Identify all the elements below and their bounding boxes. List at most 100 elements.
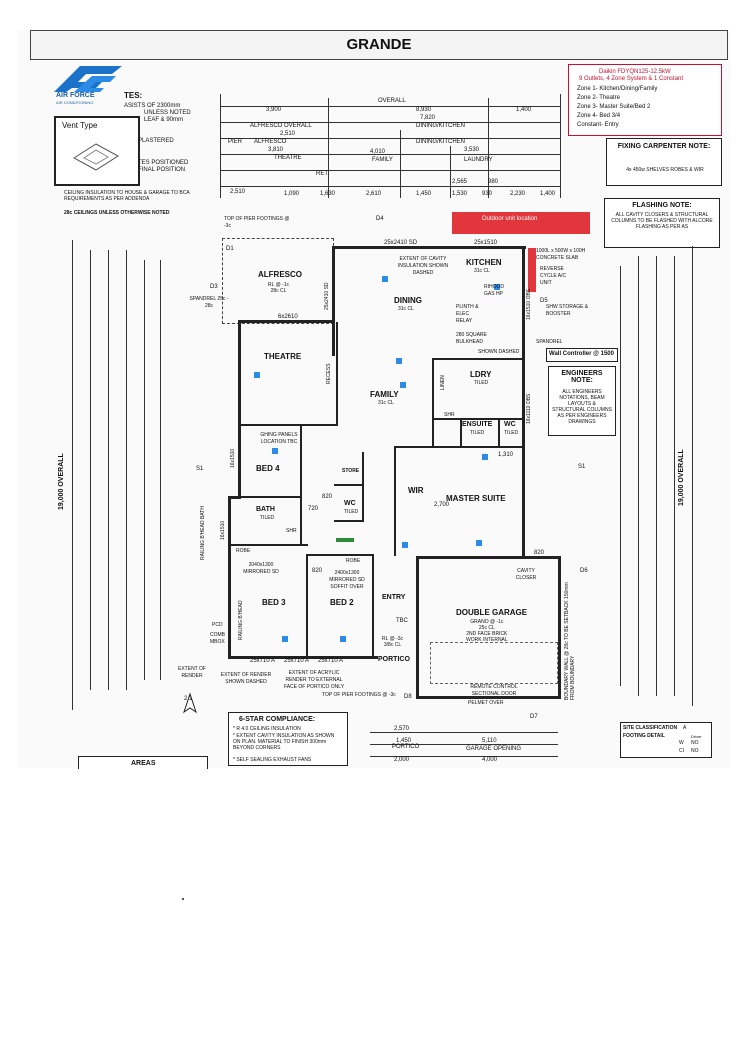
left-vertical-dims: 19,000 OVERALL (58, 240, 164, 710)
logo-subtext: AIR CONDITIONING (56, 100, 94, 105)
logo-text: AIR FORCE (56, 92, 95, 99)
extent-render-label: EXTENT OF RENDER SHOWN DASHED (220, 672, 272, 685)
vent-type-box: Vent Type (54, 116, 140, 186)
ac-outlet-master (482, 454, 488, 460)
note-line-1: ASISTS OF 2300mm (124, 103, 181, 109)
wc-sub: TILED (344, 509, 359, 515)
site-body: FOOTING DETAIL (623, 733, 665, 739)
pcd-label: PCD (212, 622, 223, 628)
door-d7: D7 (530, 714, 538, 720)
room-portico: PORTICO (378, 656, 410, 663)
ac-outlet-entry (402, 542, 408, 548)
title-banner: GRANDE (30, 30, 728, 60)
mirrored-sd-bed2: 2400x1300 MIRRORED SD SOFFIT OVER (329, 570, 365, 590)
hall-marker (336, 538, 354, 542)
bath-sub: TILED (260, 515, 275, 521)
ret-label: RET (316, 171, 328, 177)
areas-title: AREAS (131, 760, 156, 767)
right-vertical-dims: 19,000 OVERALL (598, 246, 698, 706)
site-row-1-key: A (683, 725, 687, 731)
room-alfresco: ALFRESCO (258, 270, 302, 279)
linen-label: LINEN (440, 375, 446, 390)
b-930: 930 (482, 191, 493, 197)
mirrored-sd-bed3: 2040x1300 MIRRORED SD (243, 562, 279, 575)
laundry-sub: TILED (474, 380, 489, 386)
system-line-4: Zone 2- Theatre (577, 95, 620, 101)
site-row-3-key: CI (679, 748, 684, 754)
fixing-note-box: FIXING CARPENTER NOTE: 4x 450w SHELVES R… (606, 138, 722, 186)
robe-bed3: ROBE (236, 548, 251, 554)
dim-1310: 1,310 (498, 452, 514, 458)
north-arrow-icon (183, 692, 197, 714)
site-classification-box: SITE CLASSIFICATION FOOTING DETAIL A Dri… (620, 722, 712, 758)
bdim-2000: 2,000 (394, 757, 410, 763)
room-family: FAMILY (370, 390, 399, 399)
dim-720: 720 (308, 506, 319, 512)
room-laundry: LDRY (470, 370, 492, 379)
cavity-closer-label: CAVITY CLOSER (515, 568, 537, 581)
win-16x1510-obs: 16x1510 OBS (526, 288, 532, 320)
dining-sub: 31c CL (398, 306, 414, 312)
slab-label: 1000L x 500W x 100H CONCRETE SLAB (536, 248, 586, 261)
garage-door-line (430, 642, 558, 684)
boundary-label: BOUNDARY WALL @ 28c TO BE SETBACK 150mm … (564, 582, 576, 700)
ac-outlet-theatre (254, 372, 260, 378)
compliance-item-2: * EXTENT CAVITY INSULATION AS SHOWN ON P… (233, 733, 335, 751)
ac-outlet-kitchen (494, 284, 500, 290)
compliance-item-3: * SELF SEALING EXHAUST FANS (233, 757, 312, 763)
room-wc: WC (344, 500, 356, 507)
room-wir: WIR (408, 486, 424, 495)
extent-render-left: EXTENT OF RENDER (178, 666, 206, 679)
door-d5: D5 (540, 298, 548, 304)
dim-2700: 2,700 (434, 502, 450, 508)
room-bed3: BED 3 (262, 598, 286, 607)
ac-outlet-bed4 (272, 448, 278, 454)
company-logo: AIR FORCE AIR CONDITIONING (52, 64, 124, 106)
bdim-4000: 4,000 (482, 757, 498, 763)
portico-bottom-label: PORTICO (392, 744, 420, 750)
extent-acrylic-label: EXTENT OF ACRYLIC RENDER TO EXTERNAL FAC… (283, 670, 345, 690)
win-16x1510-b: 16x1510 (220, 520, 226, 540)
system-line-6: Zone 4- Bed 3/4 (577, 113, 621, 119)
alfresco-sub: RL @ -1c 28c CL (268, 282, 290, 294)
room-ensuite: ENSUITE (462, 421, 493, 428)
note-line-5: TES POSITIONED (138, 160, 189, 166)
room-double-garage: DOUBLE GARAGE (456, 608, 528, 617)
door-d1: D1 (226, 246, 234, 252)
door-d8: D8 (404, 694, 412, 700)
comb-mbox-label: COMB MBOX (210, 632, 225, 645)
scan-speck (182, 898, 184, 900)
flashing-note-box: FLASHING NOTE: ALL CAVITY CLOSERS & STRU… (604, 198, 720, 248)
spandrel-label: SPANDREL 25c - 28c (189, 296, 229, 309)
hw-label: SHW STORAGE & BOOSTER (546, 304, 589, 317)
ceilings-note: 28c CEILINGS UNLESS OTHERWISE NOTED (64, 210, 170, 216)
ghing-panels-label: GHING PANELS LOCATION TBC (260, 432, 298, 445)
compliance-box: 6-STAR COMPLIANCE: * R 4.0 CEILING INSUL… (228, 712, 348, 766)
section-s1-left: S1 (196, 466, 204, 472)
notes-heading: TES: (124, 91, 143, 100)
dim-3530: 3,530 (464, 147, 480, 153)
door-d6: D6 (580, 568, 588, 574)
wall-controller-box: Wall Controller @ 1500 (546, 348, 618, 362)
engineers-title: ENGINEERS NOTE: (561, 370, 603, 384)
dim-820-b: 820 (312, 568, 323, 574)
dim-2565: 2,565 (452, 179, 468, 185)
rihood-label: RIHOOD GAS HP (484, 284, 504, 297)
ac-outlet-hall (400, 382, 406, 388)
ac-outlet-bed3 (282, 636, 288, 642)
shr-bath: SHR (286, 528, 297, 534)
b-2510: 2,510 (230, 189, 246, 195)
fixing-title: FIXING CARPENTER NOTE: (617, 143, 711, 150)
fixing-body: 4x 450w SHELVES ROBES & WIR (626, 167, 704, 173)
note-line-6: FINAL POSITION (138, 167, 186, 173)
kitchen-sub: 31c CL (474, 268, 490, 274)
system-note-box: Daikin FDYQN125-12.5kW 9 Outlets, 4 Zone… (568, 64, 722, 136)
reverse-cycle-label: REVERSE CYCLE A/C UNIT (540, 266, 567, 286)
win-25x2410: 25x2410 SD (384, 240, 418, 246)
elec-label: PLINTH & ELEC RELAY (456, 304, 479, 324)
door-d3: D3 (210, 284, 218, 290)
dim-820-a: 820 (322, 494, 333, 500)
b-1400: 1,400 (540, 191, 556, 197)
logo-mark-icon (54, 66, 122, 92)
